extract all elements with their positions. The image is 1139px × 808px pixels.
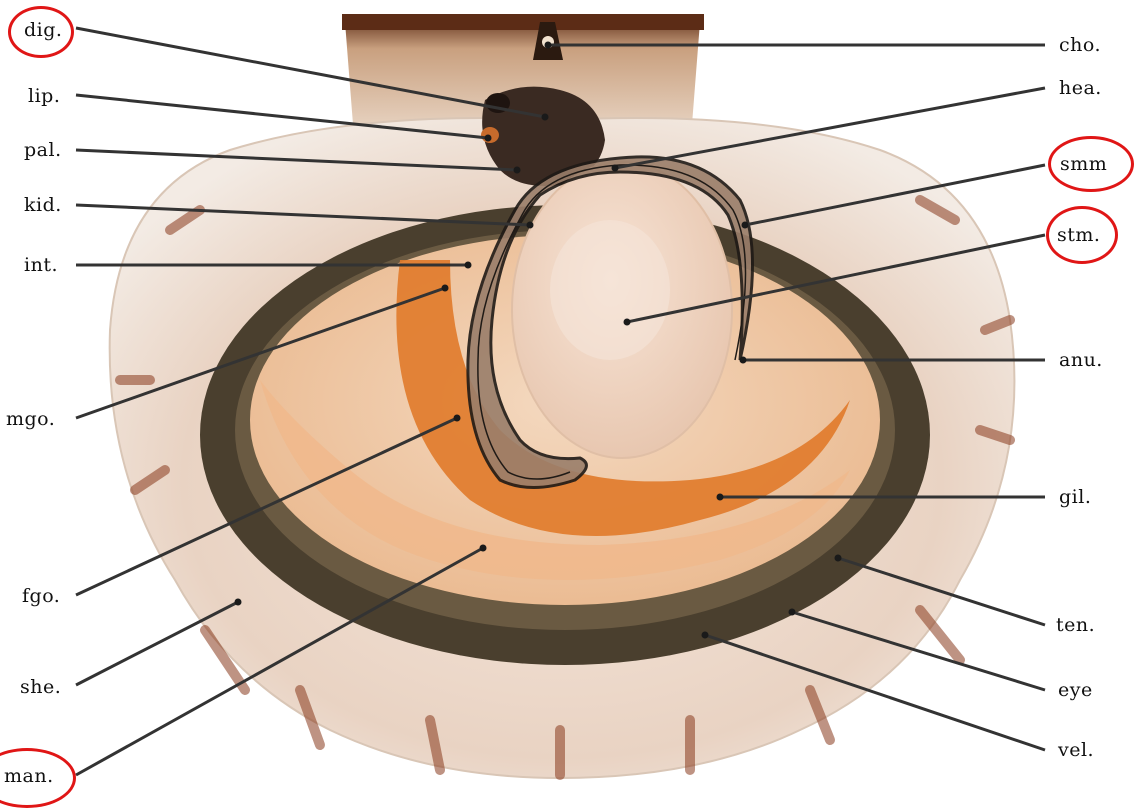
label-stm: stm. (1057, 224, 1100, 246)
label-mgo: mgo. (6, 408, 55, 430)
label-anu: anu. (1059, 349, 1103, 371)
label-smm: smm (1060, 153, 1107, 175)
label-ten: ten. (1056, 614, 1095, 636)
label-lip: lip. (28, 85, 60, 107)
label-man: man. (4, 765, 54, 787)
label-hea: hea. (1059, 77, 1102, 99)
label-gil: gil. (1059, 486, 1091, 508)
label-fgo: fgo. (22, 585, 60, 607)
label-dig: dig. (24, 19, 62, 41)
label-cho: cho. (1059, 34, 1101, 56)
label-eye: eye (1058, 679, 1093, 701)
label-she: she. (20, 676, 61, 698)
label-pal: pal. (24, 139, 62, 161)
label-kid: kid. (24, 194, 62, 216)
label-vel: vel. (1058, 739, 1094, 761)
hinge-dark-band (342, 14, 704, 30)
label-int: int. (24, 254, 58, 276)
